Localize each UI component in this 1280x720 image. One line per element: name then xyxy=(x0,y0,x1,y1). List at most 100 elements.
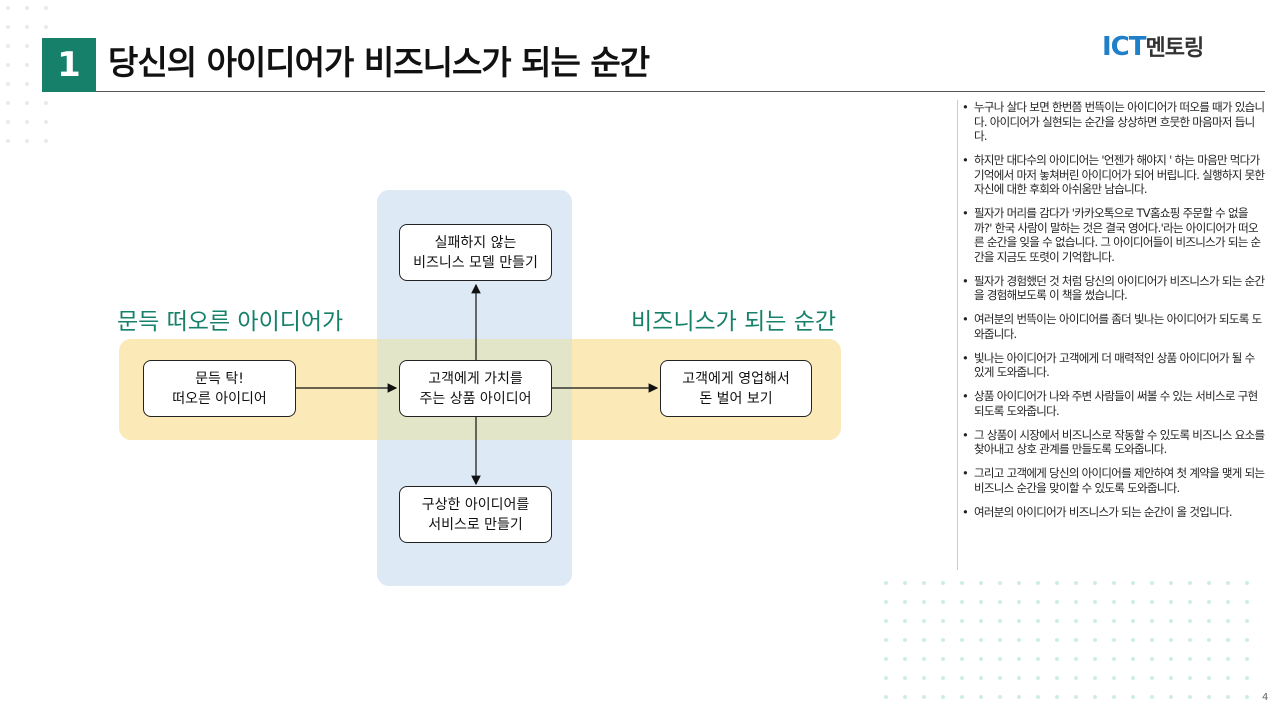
decor-dot xyxy=(1131,695,1135,699)
decor-dot xyxy=(1226,600,1230,604)
decor-dot xyxy=(960,581,964,585)
decor-dot xyxy=(44,139,48,143)
decor-dot xyxy=(1188,600,1192,604)
decor-dot xyxy=(1207,600,1211,604)
decor-dot xyxy=(922,638,926,642)
decor-dot xyxy=(25,120,29,124)
decor-dot xyxy=(6,120,10,124)
logo-mentoring-text: 멘토링 xyxy=(1145,36,1205,61)
node-center-line2: 주는 상품 아이디어 xyxy=(419,390,532,407)
decor-dot xyxy=(1188,638,1192,642)
decor-dot xyxy=(960,619,964,623)
decor-dot xyxy=(941,638,945,642)
decor-dot xyxy=(1055,581,1059,585)
decor-dot xyxy=(960,600,964,604)
decor-dot xyxy=(1245,581,1249,585)
decor-dot xyxy=(1207,638,1211,642)
decor-dot xyxy=(998,581,1002,585)
decor-dot xyxy=(1150,657,1154,661)
decor-dot xyxy=(903,676,907,680)
bullet-item: 상품 아이디어가 나와 주변 사람들이 써볼 수 있는 서비스로 구현되도록 도… xyxy=(960,389,1265,418)
decor-dot xyxy=(1131,600,1135,604)
decor-dot xyxy=(25,82,29,86)
decor-dot xyxy=(1017,581,1021,585)
decor-dot xyxy=(1036,657,1040,661)
decor-dot xyxy=(998,695,1002,699)
decor-dot xyxy=(884,619,888,623)
decor-dot xyxy=(941,581,945,585)
description-bullets: 누구나 살다 보면 한번쯤 번뜩이는 아이디어가 떠오를 때가 있습니다. 아이… xyxy=(960,100,1265,529)
decor-dot xyxy=(1169,581,1173,585)
decor-dot xyxy=(979,581,983,585)
decor-dot xyxy=(979,619,983,623)
decor-dot xyxy=(903,600,907,604)
decor-dot xyxy=(903,619,907,623)
decor-dot xyxy=(998,600,1002,604)
node-left: 문득 탁! 떠오른 아이디어 xyxy=(143,360,296,417)
decor-dot xyxy=(1207,657,1211,661)
decor-dot xyxy=(1093,600,1097,604)
decor-dot xyxy=(941,657,945,661)
decor-dot xyxy=(1074,638,1078,642)
decor-dot xyxy=(1017,695,1021,699)
decor-dot xyxy=(6,63,10,67)
decor-dot xyxy=(922,657,926,661)
decor-dot xyxy=(903,638,907,642)
decor-dot xyxy=(1188,695,1192,699)
decor-dot xyxy=(1131,657,1135,661)
decor-dot xyxy=(1245,676,1249,680)
node-top-line1: 실패하지 않는 xyxy=(434,234,517,251)
node-center: 고객에게 가치를 주는 상품 아이디어 xyxy=(399,360,552,417)
decor-dot xyxy=(884,638,888,642)
ict-mentoring-logo: ICT멘토링 xyxy=(1102,30,1205,62)
decor-dot xyxy=(884,657,888,661)
decor-dot xyxy=(1169,600,1173,604)
bullet-item: 필자가 머리를 감다가 '카카오톡으로 TV홈쇼핑 주문할 수 없을까?' 한국… xyxy=(960,206,1265,264)
decor-dot xyxy=(903,695,907,699)
decor-dot xyxy=(1226,619,1230,623)
node-right: 고객에게 영업해서 돈 벌어 보기 xyxy=(660,360,812,417)
node-top-line2: 비즈니스 모델 만들기 xyxy=(413,254,538,271)
decor-dot xyxy=(25,101,29,105)
decor-dot xyxy=(1036,638,1040,642)
decor-dot xyxy=(1150,600,1154,604)
node-bottom: 구상한 아이디어를 서비스로 만들기 xyxy=(399,486,552,543)
decor-dot xyxy=(44,120,48,124)
decor-dot xyxy=(1169,676,1173,680)
decor-dot xyxy=(1169,657,1173,661)
decor-dot xyxy=(979,695,983,699)
decor-dot xyxy=(1131,619,1135,623)
decor-dot xyxy=(25,25,29,29)
decor-dot xyxy=(1017,600,1021,604)
decor-dot xyxy=(44,25,48,29)
bullet-item: 누구나 살다 보면 한번쯤 번뜩이는 아이디어가 떠오를 때가 있습니다. 아이… xyxy=(960,100,1265,144)
left-label: 문득 떠오른 아이디어가 xyxy=(117,309,344,335)
decor-dot xyxy=(1207,581,1211,585)
decor-dot xyxy=(1093,581,1097,585)
decor-dot xyxy=(979,657,983,661)
decor-dot xyxy=(1017,638,1021,642)
node-left-line2: 떠오른 아이디어 xyxy=(172,390,267,407)
title-underline xyxy=(96,91,1265,92)
page-title: 당신의 아이디어가 비즈니스가 되는 순간 xyxy=(108,43,650,82)
decor-dot xyxy=(6,6,10,10)
decor-dot xyxy=(1169,619,1173,623)
decor-dot xyxy=(1074,657,1078,661)
decor-dot xyxy=(44,6,48,10)
node-right-line1: 고객에게 영업해서 xyxy=(682,370,790,387)
bullet-item: 그 상품이 시장에서 비즈니스로 작동할 수 있도록 비즈니스 요소를 찾아내고… xyxy=(960,428,1265,457)
bullet-item: 필자가 경험했던 것 처럼 당신의 아이디어가 비즈니스가 되는 순간을 경험해… xyxy=(960,274,1265,303)
decor-dot xyxy=(1055,695,1059,699)
decor-dot xyxy=(1074,695,1078,699)
decor-dot xyxy=(1112,638,1116,642)
decor-dot xyxy=(903,657,907,661)
node-left-line1: 문득 탁! xyxy=(195,370,244,387)
decor-dot xyxy=(1036,676,1040,680)
decor-dot xyxy=(6,139,10,143)
slide-number-badge: 1 xyxy=(42,38,96,92)
decor-dot xyxy=(884,581,888,585)
decor-dot xyxy=(1036,619,1040,623)
decor-dot xyxy=(1226,657,1230,661)
decor-dot xyxy=(1207,619,1211,623)
decor-dot xyxy=(1169,638,1173,642)
